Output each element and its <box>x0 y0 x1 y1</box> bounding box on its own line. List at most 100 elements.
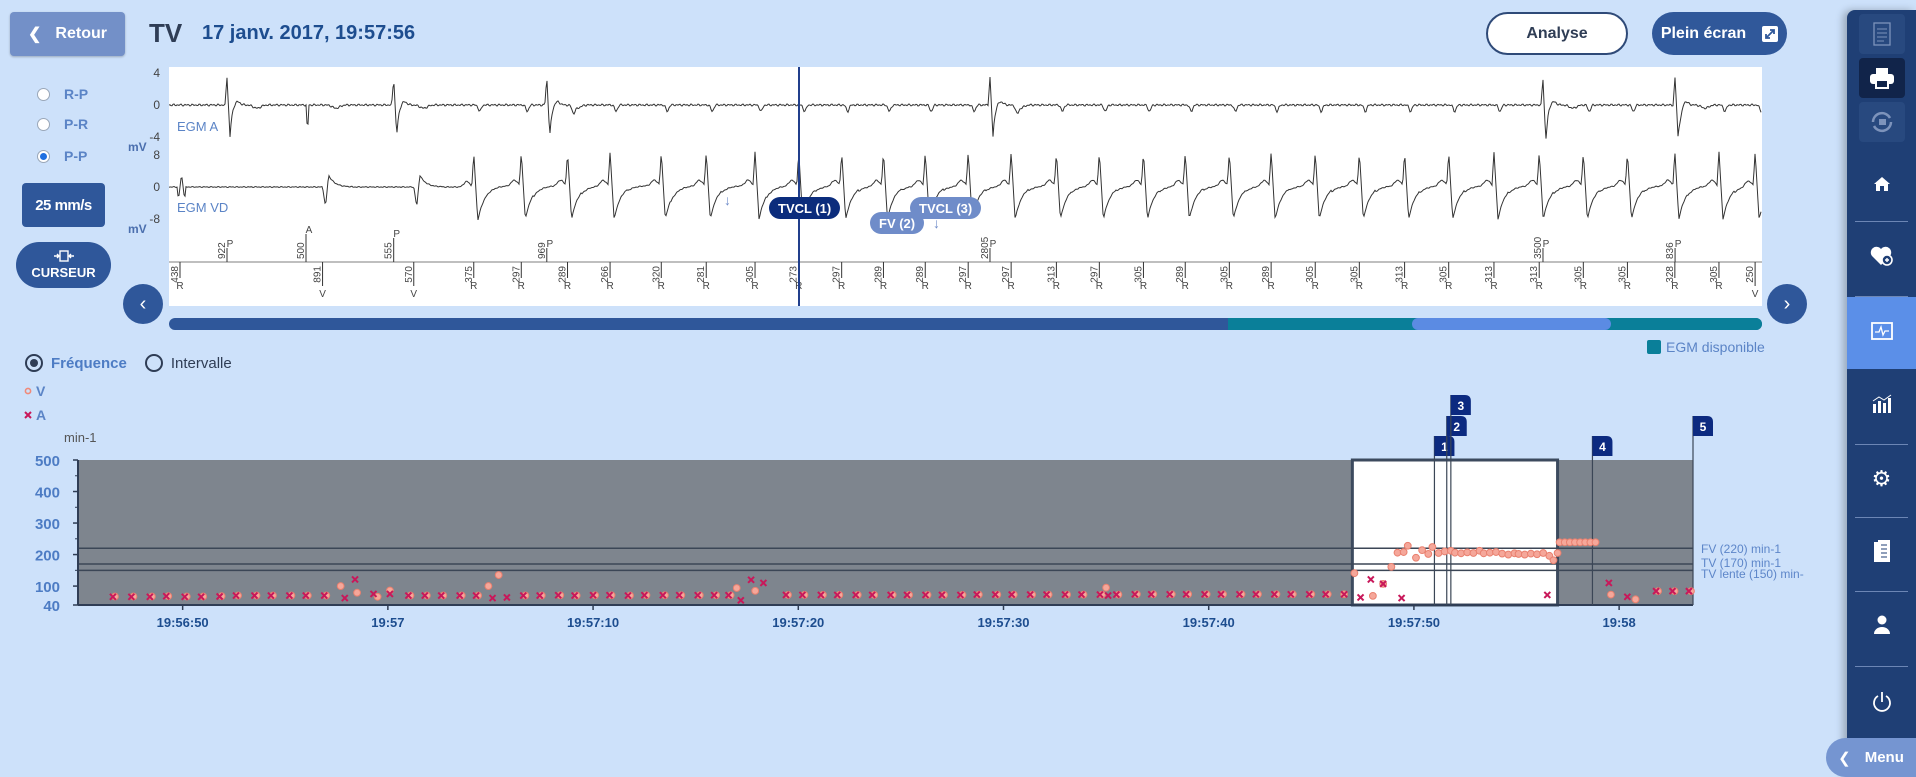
atrial-interval-value: 969 <box>537 242 548 259</box>
event-marker-flag <box>1446 416 1467 436</box>
mode-label-intervalle[interactable]: Intervalle <box>170 354 232 372</box>
sidebar-item-print[interactable] <box>1859 58 1905 98</box>
a-rate-point <box>1270 590 1279 598</box>
ventricular-marker-label: R <box>703 281 710 292</box>
ventricular-interval-value: 297 <box>832 266 843 283</box>
v-rate-point <box>353 588 361 597</box>
cursor-button[interactable]: CURSEUR <box>16 242 111 288</box>
a-rate-point <box>1367 575 1375 584</box>
ventricular-interval-value: 305 <box>1133 266 1144 283</box>
egm-a-tick-zero: 0 <box>153 98 160 112</box>
radio-rp[interactable] <box>37 87 50 101</box>
circle-marker-icon <box>24 387 32 395</box>
sidebar-item-records[interactable] <box>1847 533 1916 573</box>
a-rate-point <box>833 591 841 599</box>
sidebar-divider <box>1855 591 1908 592</box>
v-rate-point <box>1504 550 1513 559</box>
radio-pp[interactable] <box>37 149 50 163</box>
threshold-label: TV lente (150) min- <box>1701 567 1804 581</box>
back-button[interactable]: ❮ Retour <box>10 12 125 56</box>
sidebar-item-sync[interactable] <box>1859 102 1905 142</box>
a-rate-point <box>1543 591 1552 599</box>
sidebar-item-report[interactable] <box>1859 14 1905 54</box>
ventricular-interval-value: 273 <box>789 266 800 283</box>
ventricular-marker-label: R <box>606 281 613 292</box>
ventricular-interval-value: 305 <box>1349 266 1360 283</box>
v-rate-point <box>1424 550 1433 558</box>
egm-view-window[interactable] <box>1411 318 1611 330</box>
sidebar-item-home[interactable] <box>1847 166 1916 206</box>
a-rate-point <box>320 591 328 600</box>
event-marker-flag <box>1592 436 1613 456</box>
sidebar-item-diagnostics[interactable] <box>1847 238 1916 278</box>
ventricular-marker-label: V <box>410 289 417 300</box>
menu-toggle-button[interactable]: ❮ Menu <box>1826 738 1916 777</box>
a-rate-point <box>1104 591 1112 600</box>
egm-cursor-line[interactable] <box>798 67 800 306</box>
ventricular-marker-label: R <box>176 281 183 292</box>
v-rate-point <box>1102 583 1111 592</box>
analyse-button[interactable]: Analyse <box>1486 12 1628 55</box>
measure-option-rp[interactable]: R-P <box>37 86 88 102</box>
ventricular-interval-value: 289 <box>873 266 884 283</box>
annotation-tvcl-1[interactable]: TVCL (1) <box>769 197 841 219</box>
episode-datetime: 17 janv. 2017, 19:57:56 <box>202 22 416 44</box>
fullscreen-button[interactable]: Plein écran <box>1652 12 1787 55</box>
a-rate-point <box>737 596 745 604</box>
cursor-label: CURSEUR <box>31 265 96 280</box>
a-rate-point <box>386 590 394 598</box>
measure-option-pp[interactable]: P-P <box>37 148 87 164</box>
annotation-tvcl-3[interactable]: TVCL (3) <box>910 197 982 219</box>
v-rate-point <box>1549 556 1558 565</box>
mode-label-frequence[interactable]: Fréquence <box>51 354 127 372</box>
a-rate-point <box>973 590 981 599</box>
atrial-marker-label: P <box>1675 239 1682 250</box>
home-icon <box>1873 176 1891 197</box>
ventricular-marker-label: R <box>518 281 525 292</box>
egm-vd-tick-bottom: -8 <box>149 212 160 226</box>
egm-vd-tick-top: 8 <box>153 148 160 162</box>
radio-pr[interactable] <box>37 117 50 131</box>
v-rate-point <box>732 584 741 592</box>
person-icon <box>1873 615 1891 640</box>
annotation-fv-2[interactable]: FV (2) <box>870 212 925 234</box>
sidebar-item-power[interactable] <box>1847 684 1916 724</box>
atrial-interval-value: 922 <box>217 242 228 259</box>
ventricular-interval-value: 289 <box>1175 266 1186 283</box>
ventricular-interval-value: 305 <box>745 266 756 283</box>
next-episode-button[interactable]: › <box>1767 284 1807 324</box>
a-rate-point <box>798 591 807 599</box>
radio-intervalle[interactable] <box>144 354 163 372</box>
atrial-marker-label: P <box>393 229 400 240</box>
egm-vd-tick-zero: 0 <box>153 180 160 194</box>
rate-trend-chart[interactable]: FV (220) min-1TV (170) min-1TV lente (15… <box>0 390 1840 650</box>
a-rate-point <box>605 591 614 599</box>
a-rate-point <box>938 591 946 599</box>
v-rate-point <box>1607 590 1615 599</box>
a-rate-point <box>162 592 170 600</box>
previous-episode-button[interactable]: ‹ <box>123 284 163 324</box>
sidebar-item-trends[interactable] <box>1847 386 1916 426</box>
a-rate-point <box>232 591 240 600</box>
egm-timeline-scrollbar[interactable] <box>169 318 1762 330</box>
a-rate-point <box>1200 590 1209 598</box>
event-marker-flag <box>1693 416 1713 436</box>
v-rate-point <box>1418 546 1427 555</box>
ventricular-interval-value: 305 <box>1709 266 1720 283</box>
sidebar-item-patient[interactable] <box>1847 607 1916 647</box>
a-rate-point <box>759 579 768 587</box>
a-rate-point <box>1623 593 1632 601</box>
chevron-left-icon: ❮ <box>1838 749 1851 767</box>
clipboard-icon <box>1873 539 1891 568</box>
sweep-speed-button[interactable]: 25 mm/s <box>22 183 105 227</box>
ventricular-marker-label: R <box>1490 281 1497 292</box>
a-rate-point <box>1605 579 1613 587</box>
event-marker-flag <box>1450 395 1471 415</box>
sidebar-item-episodes[interactable] <box>1847 297 1916 369</box>
atrial-marker-label: P <box>227 239 234 250</box>
ventricular-marker-label: V <box>319 289 326 300</box>
measure-option-pr[interactable]: P-R <box>37 116 88 132</box>
radio-frequence[interactable] <box>25 354 43 372</box>
sidebar-item-settings[interactable]: ⚙ <box>1847 459 1916 499</box>
